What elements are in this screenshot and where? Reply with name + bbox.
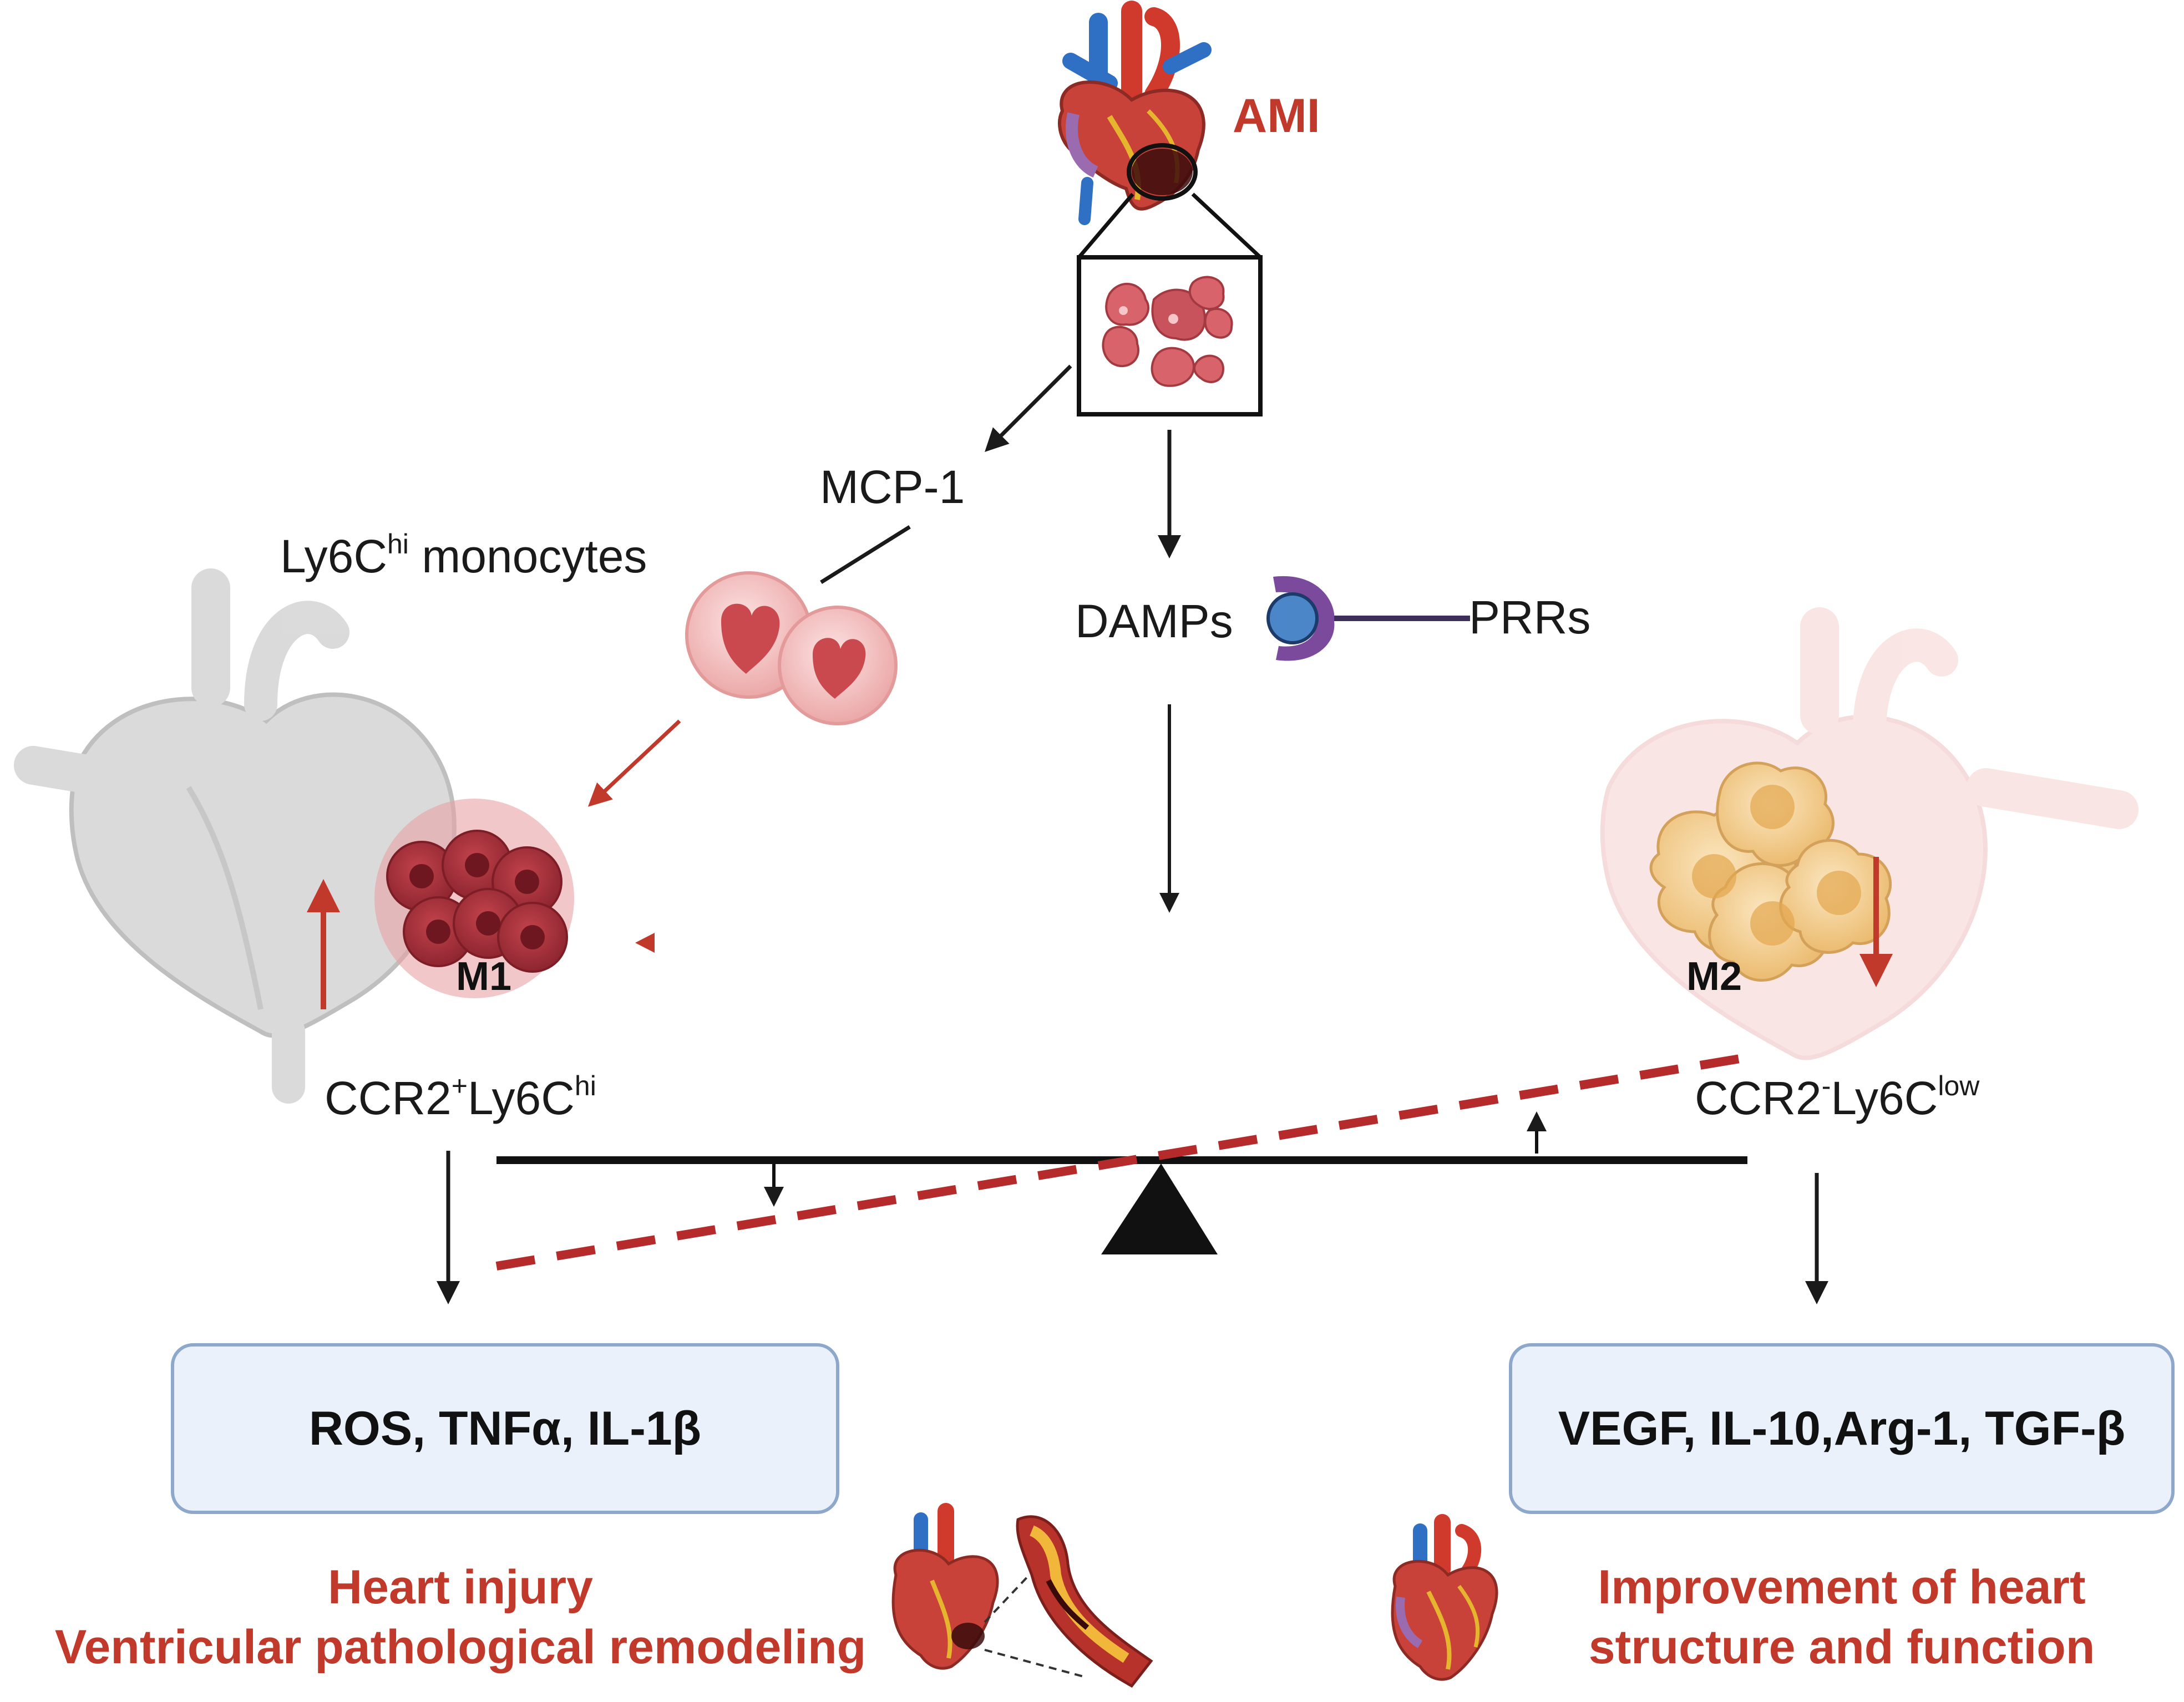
artery-icon: [1016, 1515, 1153, 1688]
artery-zoom-line-top: [984, 1571, 1033, 1623]
faded-heart-left: [14, 568, 457, 1104]
m1-cytokines-text: ROS, TNFα, IL-1β: [308, 1401, 702, 1455]
heart-icon: [1058, 1, 1212, 225]
m2-cytokine-box: VEGF, IL-10,Arg-1, TGF-β: [1509, 1343, 2175, 1514]
m2-label: M2: [1686, 954, 1742, 999]
damps-label: DAMPs: [1075, 595, 1233, 647]
magnify-line-right: [1191, 192, 1262, 259]
arrow-to-mcp1: [985, 364, 1072, 452]
monocyte-icon: [685, 571, 898, 725]
m1-marker-label: CCR2+Ly6Chi: [325, 1070, 596, 1124]
infarct-tissue-icon: [1077, 255, 1263, 416]
m2-marker-label: CCR2-Ly6Clow: [1695, 1070, 1980, 1124]
heart-icon: [891, 1503, 999, 1670]
m1-label: M1: [456, 954, 512, 999]
arrow-m2-to-m1-head: [635, 933, 655, 953]
heart-icon: [1391, 1514, 1498, 1681]
magnify-line-left: [1077, 192, 1134, 259]
monocytes-label: Ly6Chi monocytes: [280, 529, 647, 582]
left-outcome: Heart injury Ventricular pathological re…: [0, 1557, 921, 1677]
right-outcome-line2: structure and function: [1588, 1620, 2095, 1674]
m2-cytokines-text: VEGF, IL-10,Arg-1, TGF-β: [1558, 1401, 2126, 1455]
seesaw-icon: [495, 1052, 1754, 1271]
m1-macrophage-cluster-icon: [374, 799, 574, 998]
m2-macrophage-cluster-icon: [1649, 761, 1892, 982]
m1-cytokine-box: ROS, TNFα, IL-1β: [171, 1343, 839, 1514]
arrow-monocyte-to-m1: [587, 719, 681, 807]
ami-label: AMI: [1233, 89, 1320, 143]
right-outcome-line1: Improvement of heart: [1598, 1561, 2086, 1614]
left-outcome-line1: Heart injury: [328, 1561, 593, 1614]
mcp1-to-monocyte-line: [820, 525, 911, 584]
left-outcome-line2: Ventricular pathological remodeling: [54, 1620, 866, 1674]
receptor-icon: [1266, 576, 1470, 661]
prrs-label: PRRs: [1469, 591, 1591, 643]
artery-zoom-line-bottom: [984, 1649, 1088, 1679]
right-outcome: Improvement of heart structure and funct…: [1542, 1557, 2141, 1677]
mcp1-label: MCP-1: [820, 461, 965, 513]
